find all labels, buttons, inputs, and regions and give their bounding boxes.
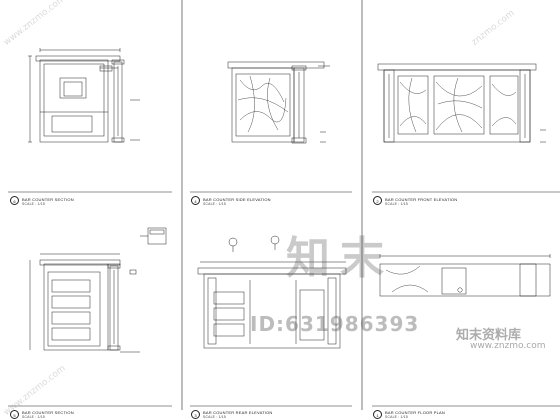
- view-title: BAR COUNTER SIDE ELEVATION: [203, 197, 271, 202]
- view-number-marker: 4: [191, 196, 200, 205]
- view-scale: SCALE : 1/15: [385, 415, 408, 419]
- view-2-front-elevation-drawing: [377, 63, 546, 143]
- view-scale: SCALE : 1/15: [203, 202, 226, 206]
- view-number-marker: 6: [10, 196, 19, 205]
- view-5-section-drawing: [29, 227, 167, 353]
- view-title: BAR COUNTER REAR ELEVATION: [203, 410, 273, 415]
- view-number-marker: 2: [373, 196, 382, 205]
- view-4-side-elevation-drawing: [227, 61, 330, 144]
- view-1-floor-plan-drawing: [379, 254, 551, 297]
- view-number-marker: 5: [10, 410, 19, 419]
- view-title: BAR COUNTER SECTION: [22, 410, 74, 415]
- view-scale: SCALE : 1/15: [385, 202, 408, 206]
- view-scale: SCALE : 1/15: [22, 415, 45, 419]
- view-title: BAR COUNTER SECTION: [22, 197, 74, 202]
- view-scale: SCALE : 1/15: [203, 415, 226, 419]
- view-title: BAR COUNTER FRONT ELEVATION: [385, 197, 458, 202]
- panel-grid: [8, 0, 560, 410]
- view-scale: SCALE : 1/15: [22, 202, 45, 206]
- view-number-marker: 3: [191, 410, 200, 419]
- view-6-section-drawing: [28, 48, 140, 143]
- view-title: BAR COUNTER FLOOR PLAN: [385, 410, 445, 415]
- view-3-rear-elevation-drawing: [197, 235, 347, 349]
- view-number-marker: 1: [373, 410, 382, 419]
